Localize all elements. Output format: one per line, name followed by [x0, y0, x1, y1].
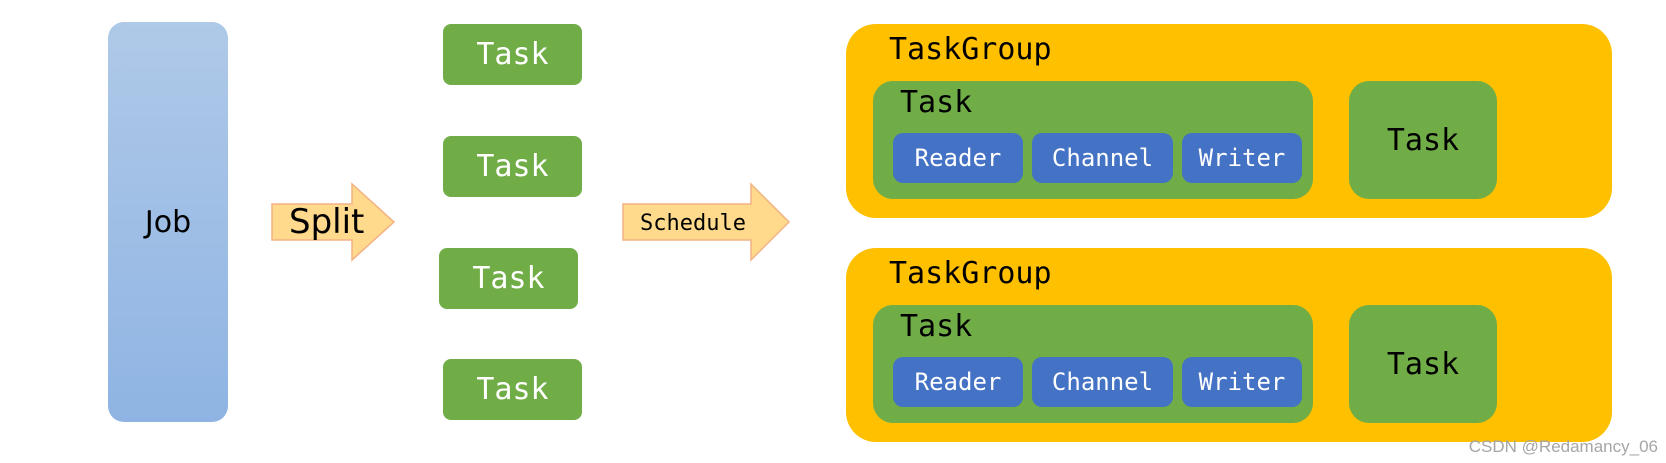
task-group-2-side-task: Task: [1349, 305, 1497, 423]
task-group-2-side-task-label: Task: [1386, 346, 1460, 382]
task-group-1-side-task-label: Task: [1386, 122, 1460, 158]
split-task-4-label: Task: [476, 372, 549, 407]
split-task-2: Task: [443, 136, 582, 197]
task-group-1-channel: Channel: [1032, 133, 1173, 183]
task-group-2-title: TaskGroup: [889, 256, 1052, 291]
split-label: Split: [289, 202, 365, 242]
task-group-1-task: Task Reader Channel Writer: [873, 81, 1313, 199]
task-group-1-title: TaskGroup: [889, 32, 1052, 67]
watermark: CSDN @Redamancy_06: [1468, 437, 1658, 456]
job-label: Job: [144, 204, 192, 240]
task-group-2-writer: Writer: [1182, 357, 1302, 407]
task-group-2-channel: Channel: [1032, 357, 1173, 407]
task-group-1: TaskGroup Task Reader Channel Writer Tas…: [846, 24, 1612, 218]
split-task-4: Task: [443, 359, 582, 420]
task-group-1-side-task: Task: [1349, 81, 1497, 199]
split-arrow: [271, 182, 396, 262]
split-task-1-label: Task: [476, 37, 549, 72]
task-group-2: TaskGroup Task Reader Channel Writer Tas…: [846, 248, 1612, 442]
task-group-2-task: Task Reader Channel Writer: [873, 305, 1313, 423]
split-task-3: Task: [439, 248, 578, 309]
task-group-2-reader: Reader: [893, 357, 1023, 407]
split-task-3-label: Task: [472, 261, 545, 296]
split-task-2-label: Task: [476, 149, 549, 184]
split-task-1: Task: [443, 24, 582, 85]
task-group-1-writer: Writer: [1182, 133, 1302, 183]
schedule-arrow: [622, 182, 791, 262]
job-box: Job: [108, 22, 228, 422]
schedule-label: Schedule: [640, 210, 746, 236]
task-group-2-task-title: Task: [900, 309, 973, 344]
task-group-1-reader: Reader: [893, 133, 1023, 183]
task-group-1-task-title: Task: [900, 85, 973, 120]
